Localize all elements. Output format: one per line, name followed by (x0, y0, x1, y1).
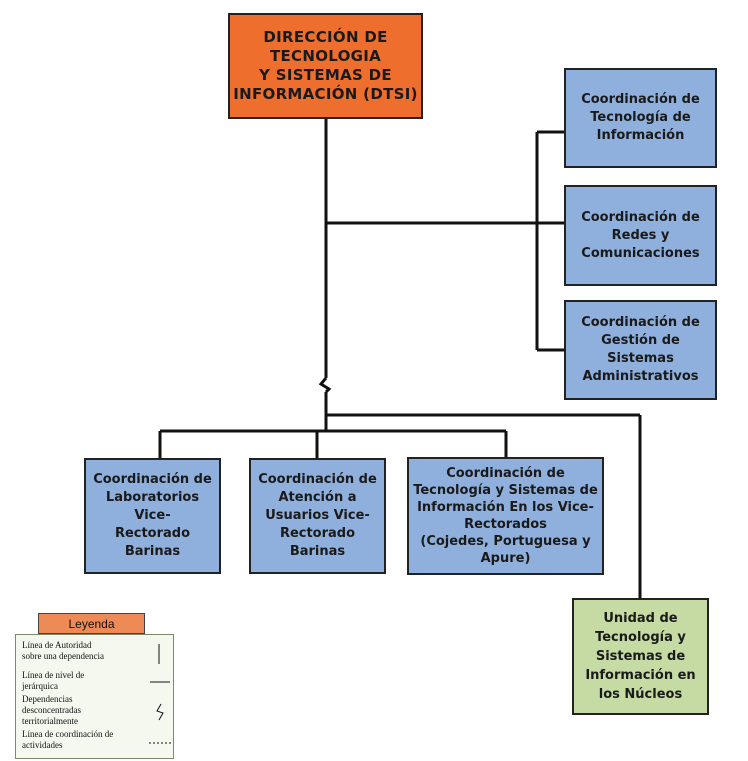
legend-zigzag-icon (156, 703, 164, 721)
legend-authority-line-icon (158, 644, 160, 664)
legend-coordination-line-icon (149, 742, 171, 744)
line-zigzag (318, 377, 332, 394)
legend-hierarchy-line-icon (150, 681, 170, 683)
legend-item-authority: Línea de Autoridad sobre una dependencia (22, 640, 104, 661)
coord-atencion-usuarios-box: Coordinación de Atención a Usuarios Vice… (249, 458, 386, 574)
coord-laboratorios-box: Coordinación de Laboratorios Vice- Recto… (84, 458, 221, 574)
legend-title: Leyenda (38, 613, 145, 634)
coord-redes-comunicaciones-box: Coordinación de Redes y Comunicaciones (564, 185, 717, 286)
coord-gestion-sistemas-box: Coordinación de Gestión de Sistemas Admi… (564, 300, 717, 400)
legend-box: Línea de Autoridad sobre una dependencia… (15, 634, 174, 759)
dtsi-box: DIRECCIÓN DE TECNOLOGIA Y SISTEMAS DE IN… (228, 13, 423, 119)
legend-item-decentralized: Dependencias desconcentradas territorial… (22, 694, 81, 726)
coord-vicerrectorados-box: Coordinación de Tecnología y Sistemas de… (407, 457, 604, 575)
coord-tecnologia-informacion-box: Coordinación de Tecnología de Informació… (564, 68, 717, 168)
legend-item-hierarchy: Línea de nivel de jerárquica (22, 670, 85, 691)
unidad-nucleos-box: Unidad de Tecnología y Sistemas de Infor… (572, 598, 709, 715)
legend-item-coordination: Línea de coordinación de actividades (22, 729, 114, 750)
